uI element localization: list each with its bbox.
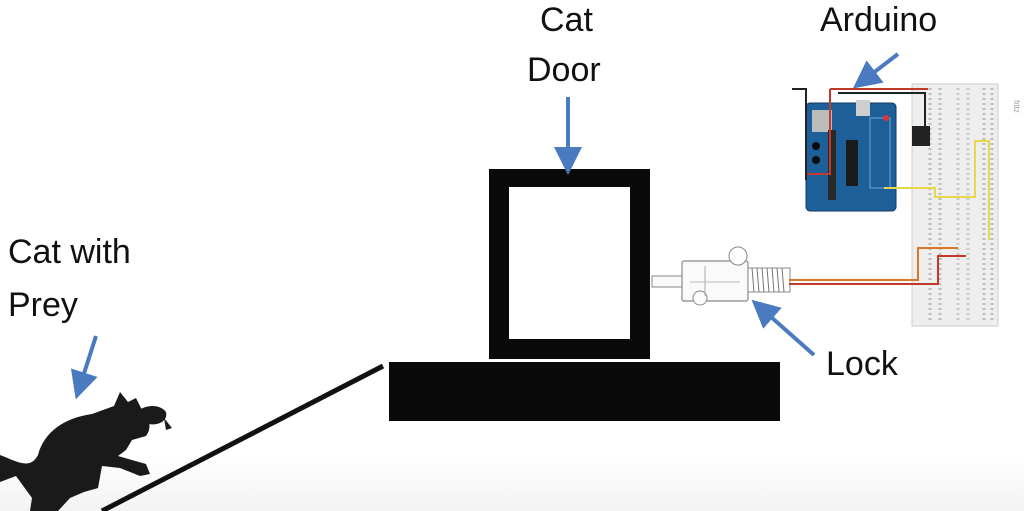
door-platform (389, 362, 780, 421)
arduino-label: Arduino (820, 1, 938, 39)
cat-arrow (70, 335, 98, 400)
fritzing-mark: fritz (1012, 100, 1021, 113)
cat-with-prey-silhouette (0, 392, 172, 511)
cat-door-label-line1: Cat (540, 1, 593, 39)
arduino-arrow (852, 52, 900, 89)
cat-door-label-line2: Door (527, 51, 601, 89)
floor-gradient (0, 455, 1024, 511)
solenoid-lock (651, 246, 791, 306)
cat-with-prey-label-line2: Prey (8, 286, 78, 324)
arduino-board (805, 100, 897, 212)
cat-door-frame (489, 169, 650, 359)
lock-label: Lock (826, 345, 898, 383)
wiring (789, 88, 990, 285)
lock-arrow (751, 299, 816, 357)
cat-with-prey-label-line1: Cat with (8, 233, 131, 271)
ramp (100, 363, 385, 511)
breadboard: fritz (911, 83, 1021, 327)
